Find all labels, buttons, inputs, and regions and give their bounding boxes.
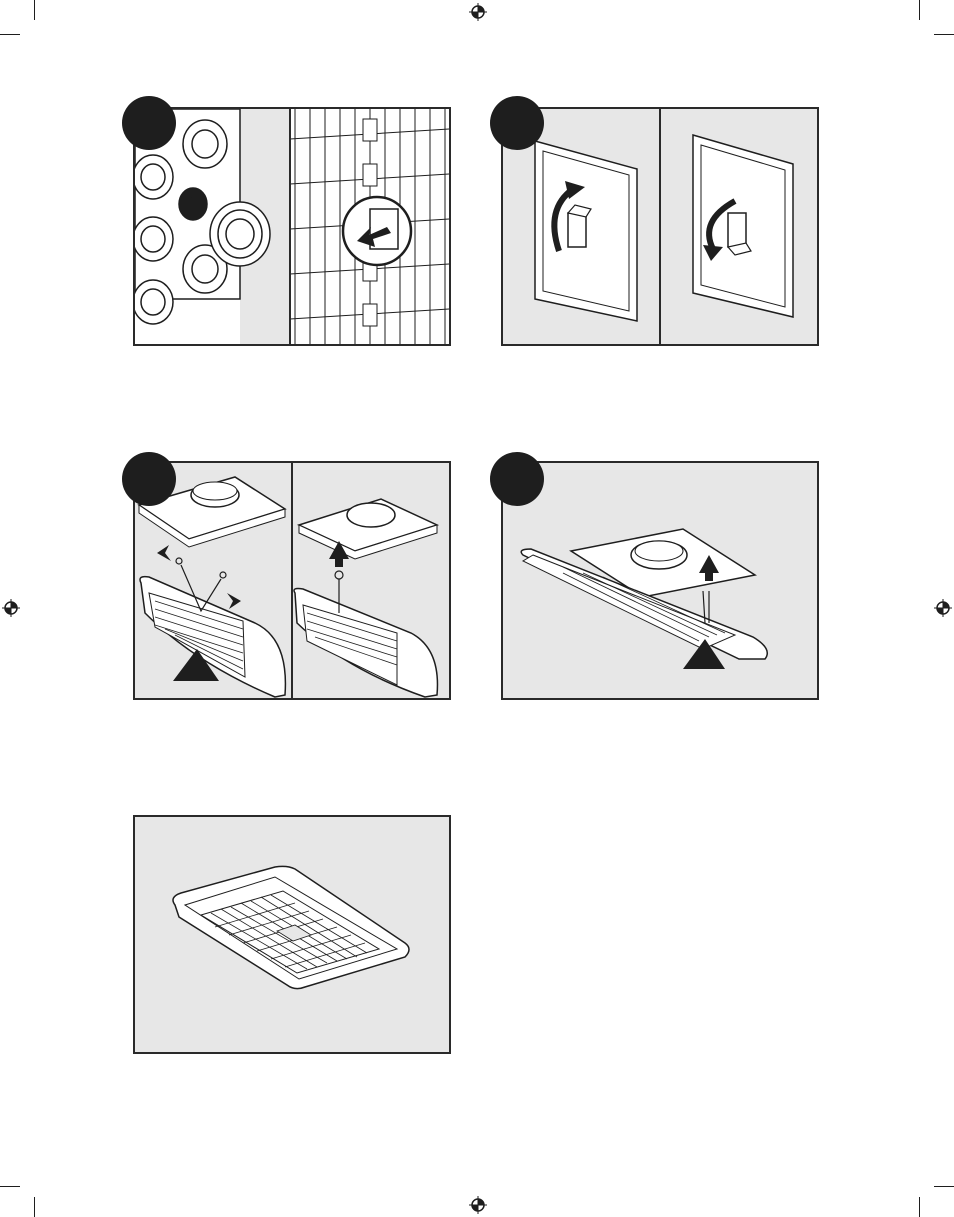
step-5-panel	[133, 815, 451, 1054]
crop-mark	[0, 1186, 20, 1187]
step-2-badge	[490, 96, 544, 150]
crop-mark	[934, 34, 954, 35]
step-4-badge	[490, 452, 544, 506]
registration-mark-icon	[2, 599, 20, 617]
step-4-panel	[501, 461, 819, 700]
plug-disconnect-illustration	[135, 109, 449, 344]
crop-mark	[0, 34, 20, 35]
installed-grille-illustration	[135, 817, 449, 1052]
view-divider	[659, 109, 661, 344]
crop-mark	[934, 1186, 954, 1187]
registration-mark-icon	[469, 3, 487, 21]
view-divider	[289, 109, 291, 344]
crop-mark	[919, 1197, 920, 1217]
step-2-panel	[501, 107, 819, 346]
view-divider	[291, 463, 293, 698]
step-1-panel	[133, 107, 451, 346]
step-3-panel	[133, 461, 451, 700]
crop-mark	[34, 0, 35, 20]
step-1-badge	[122, 96, 176, 150]
step-3-badge	[122, 452, 176, 506]
registration-mark-icon	[934, 599, 952, 617]
registration-mark-icon	[469, 1196, 487, 1214]
arrow-icon	[157, 545, 171, 561]
crop-mark	[919, 0, 920, 20]
crop-mark	[34, 1197, 35, 1217]
grille-attach-illustration	[503, 463, 817, 698]
arrow-icon	[227, 593, 241, 609]
